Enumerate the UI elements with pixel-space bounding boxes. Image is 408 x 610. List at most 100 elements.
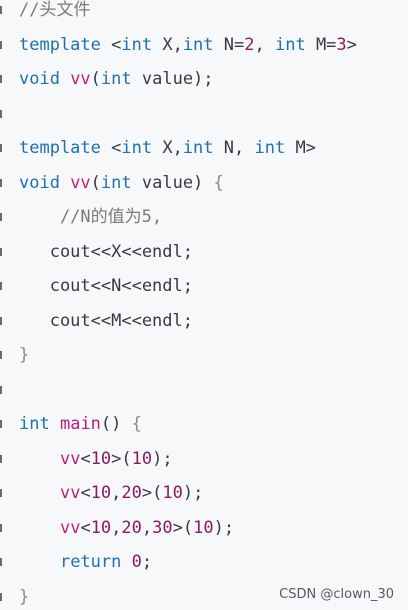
code-token: template <box>19 138 112 158</box>
code-token: vv <box>59 483 81 503</box>
watermark: CSDN @clown_30 <box>279 587 394 602</box>
code-token: ( <box>90 172 101 193</box>
code-token: , <box>141 517 153 538</box>
code-token: int <box>182 138 214 158</box>
gutter-mark <box>0 282 2 290</box>
gutter-mark <box>0 558 2 566</box>
code-token: void <box>19 172 71 193</box>
code-line: //头文件 <box>19 0 90 27</box>
gutter-mark <box>0 144 2 152</box>
gutter-mark <box>0 420 2 428</box>
code-token: > <box>346 34 357 55</box>
code-token: ); <box>152 448 173 469</box>
code-token: N= <box>213 34 245 55</box>
code-token: X, <box>152 34 183 55</box>
code-token: int <box>274 34 306 55</box>
code-token: vv <box>70 172 91 193</box>
code-token <box>19 518 60 538</box>
code-token: { <box>131 414 142 434</box>
code-token: vv <box>59 517 81 538</box>
code-token: int <box>100 69 132 89</box>
gutter-mark <box>0 75 2 83</box>
code-line: template <int X,int N=2, int M=3> <box>19 28 357 62</box>
code-token: //N的值为5, <box>19 207 163 227</box>
code-token: ; <box>141 552 153 572</box>
code-token: cout<<N<<endl; <box>19 276 193 296</box>
code-token: int <box>100 172 132 193</box>
code-token: , <box>254 34 275 55</box>
gutter-mark <box>0 454 2 463</box>
code-token: 10 <box>131 448 153 469</box>
code-token: 20 <box>121 483 142 503</box>
line-gutter <box>0 0 4 610</box>
code-token: int <box>182 34 214 55</box>
code-line: } <box>19 338 29 372</box>
code-token: 30 <box>152 517 173 538</box>
code-token: value) <box>131 172 214 193</box>
code-token: cout<<M<<endl; <box>19 310 193 331</box>
gutter-mark <box>0 178 2 187</box>
gutter-mark <box>0 40 2 49</box>
gutter-mark <box>0 109 2 118</box>
code-line: template <int X,int N, int M> <box>19 131 316 165</box>
gutter-mark <box>0 213 2 221</box>
code-token: ); <box>213 517 235 538</box>
code-token <box>19 552 60 572</box>
code-token: template <box>19 34 112 55</box>
code-line: return 0; <box>19 545 152 579</box>
code-line: } <box>19 580 29 610</box>
code-token: cout<<X<<endl; <box>19 241 193 262</box>
code-token: M> <box>285 138 316 158</box>
code-line: //N的值为5, <box>19 200 162 234</box>
code-token <box>19 449 60 469</box>
code-token: N, <box>213 138 255 158</box>
code-token: < <box>111 138 122 158</box>
code-token <box>19 483 60 503</box>
code-line: void vv(int value); <box>19 62 214 96</box>
code-line: cout<<X<<endl; <box>19 235 193 269</box>
code-token: 3 <box>336 34 347 55</box>
code-line: int main() { <box>19 407 142 441</box>
code-token: int <box>121 138 153 158</box>
code-token: 10 <box>90 448 112 469</box>
code-token: vv <box>70 69 91 89</box>
gutter-mark <box>0 523 2 532</box>
code-line: vv<10,20,30>(10); <box>19 511 234 545</box>
code-token: () <box>100 414 132 434</box>
code-token: >( <box>141 483 163 503</box>
code-token: , <box>111 517 122 538</box>
code-token: main <box>59 414 101 434</box>
code-token: >( <box>172 517 194 538</box>
code-line: vv<10,20>(10); <box>19 476 203 510</box>
gutter-mark <box>0 385 2 394</box>
code-token: M= <box>305 34 337 55</box>
gutter-mark <box>0 351 2 359</box>
code-token: 0 <box>131 552 142 572</box>
code-token: return <box>59 552 122 572</box>
code-token: { <box>213 172 224 193</box>
gutter-mark <box>0 316 2 325</box>
code-token: } <box>19 586 30 607</box>
gutter-mark <box>0 6 2 14</box>
code-token <box>50 414 60 434</box>
code-token: >( <box>111 448 132 469</box>
code-token: int <box>19 414 50 434</box>
code-token: 10 <box>90 517 112 538</box>
code-token: < <box>80 448 91 469</box>
code-token: value); <box>131 69 214 89</box>
code-line: vv<10>(10); <box>19 442 173 476</box>
code-token: ( <box>90 69 101 89</box>
code-line: void vv(int value) { <box>19 166 224 200</box>
code-token: 10 <box>90 483 112 503</box>
code-token: void <box>19 69 71 89</box>
code-token: 10 <box>162 483 183 503</box>
code-line: cout<<M<<endl; <box>19 304 193 338</box>
code-token: int <box>254 138 286 158</box>
code-token: vv <box>59 448 81 469</box>
gutter-mark <box>0 489 2 497</box>
gutter-mark <box>0 247 2 256</box>
code-token: < <box>80 517 91 538</box>
code-token: 10 <box>193 517 214 538</box>
code-token: < <box>80 483 91 503</box>
code-token: 20 <box>121 517 142 538</box>
